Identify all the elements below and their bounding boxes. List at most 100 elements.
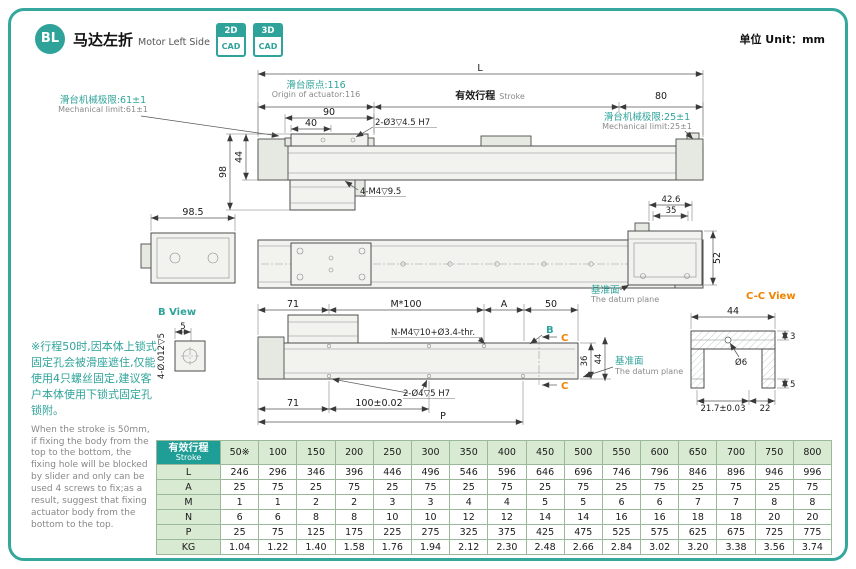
dim-L: L xyxy=(477,63,483,74)
table-cell: 346 xyxy=(296,464,336,480)
table-cell: 75 xyxy=(258,524,298,540)
table-cell: 16 xyxy=(640,509,680,525)
table-cell: 625 xyxy=(678,524,718,540)
cad-3d-button[interactable]: 3D CAD xyxy=(253,23,283,57)
table-cell: 8 xyxy=(334,509,374,525)
table-cell: 75 xyxy=(563,479,603,495)
hole-callout-top: 2-Ø3▽4.5 H7 xyxy=(375,117,430,128)
stroke-header-cell: 有效行程 Stroke xyxy=(156,440,221,465)
hole-callout-bottom: 2-Ø4▽5 H7 xyxy=(403,388,450,399)
table-cell: 2.12 xyxy=(449,539,489,555)
table-cell: 14 xyxy=(525,509,565,525)
limit-right-cn: 滑台机械极限:25±1 xyxy=(604,111,690,123)
table-cell: 3.56 xyxy=(754,539,794,555)
table-cell: 2.30 xyxy=(487,539,527,555)
limit-left-cn: 滑台机械极限:61±1 xyxy=(60,94,146,106)
table-cell: 2.48 xyxy=(525,539,565,555)
table-cell: 12 xyxy=(449,509,489,525)
dim-A: A xyxy=(501,299,508,310)
table-cell: 6 xyxy=(640,494,680,510)
dim-d6: Ø6 xyxy=(735,357,747,368)
dim-80: 80 xyxy=(655,91,667,102)
dim-5-section: 5 xyxy=(790,380,795,390)
limit-left-en: Mechanical limit:61±1 xyxy=(58,105,148,114)
dim-44-section: 44 xyxy=(727,306,739,317)
table-cell: 696 xyxy=(563,464,603,480)
cad-2d-label-top: 2D xyxy=(218,25,244,37)
table-cell: 10 xyxy=(372,509,412,525)
table-cell: 25 xyxy=(601,479,642,495)
table-cell: 25 xyxy=(372,479,412,495)
table-cell: 175 xyxy=(334,524,374,540)
table-cell: 1 xyxy=(258,494,298,510)
table-cell: 20 xyxy=(792,509,833,525)
dim-52: 52 xyxy=(712,252,723,264)
bottom-view-dimensions: 71 M*100 A 50 N-M4▽10+Ø3.4-thr. B C C 36… xyxy=(257,299,683,425)
table-cell: 596 xyxy=(487,464,527,480)
dim-40: 40 xyxy=(305,118,317,129)
title-english: Motor Left Side xyxy=(138,37,210,48)
cad-2d-button[interactable]: 2D CAD xyxy=(216,23,246,57)
dim-50: 50 xyxy=(545,299,557,310)
table-cell: 8 xyxy=(296,509,336,525)
column-header: 350 xyxy=(449,440,489,465)
table-cell: 8 xyxy=(754,494,794,510)
row-label: N xyxy=(156,509,221,525)
table-cell: 996 xyxy=(792,464,833,480)
table-cell: 75 xyxy=(487,479,527,495)
dim-3: 3 xyxy=(790,332,795,342)
column-header: 250 xyxy=(372,440,412,465)
dim-35: 35 xyxy=(666,206,677,216)
table-cell: 575 xyxy=(640,524,680,540)
column-header: 50※ xyxy=(219,440,260,465)
column-header: 400 xyxy=(487,440,527,465)
dim-42-6: 42.6 xyxy=(662,195,681,205)
table-cell: 12 xyxy=(487,509,527,525)
table-cell: 125 xyxy=(296,524,336,540)
limit-right-en: Mechanical limit:25±1 xyxy=(602,122,692,131)
dim-100: 100±0.02 xyxy=(355,398,402,409)
column-header: 500 xyxy=(563,440,603,465)
dim-P: P xyxy=(440,411,446,422)
table-cell: 675 xyxy=(716,524,756,540)
dim-5-bview: 5 xyxy=(180,322,185,332)
table-cell: 25 xyxy=(678,479,718,495)
column-header: 750 xyxy=(754,440,794,465)
table-cell: 4 xyxy=(487,494,527,510)
row-label: L xyxy=(156,464,221,480)
table-cell: 2.84 xyxy=(601,539,642,555)
table-cell: 5 xyxy=(563,494,603,510)
table-cell: 18 xyxy=(678,509,718,525)
c-marker-bottom: C xyxy=(561,381,568,392)
column-header: 150 xyxy=(296,440,336,465)
dim-m100: M*100 xyxy=(390,299,421,310)
table-cell: 525 xyxy=(601,524,642,540)
table-cell: 325 xyxy=(449,524,489,540)
table-cell: 75 xyxy=(792,479,833,495)
cc-view-label: C-C View xyxy=(746,291,796,302)
datum-bottom-en: The datum plane xyxy=(614,367,683,376)
table-cell: 275 xyxy=(410,524,451,540)
stroke-header-en: Stroke xyxy=(175,452,202,462)
dim-44: 44 xyxy=(234,151,245,163)
table-cell: 796 xyxy=(640,464,680,480)
dim-36: 36 xyxy=(580,356,590,367)
page-title: 马达左折 Motor Left Side xyxy=(73,29,210,50)
table-cell: 25 xyxy=(296,479,336,495)
column-header: 700 xyxy=(716,440,756,465)
table-cell: 75 xyxy=(410,479,451,495)
table-cell: 20 xyxy=(754,509,794,525)
table-cell: 1.94 xyxy=(410,539,451,555)
cad-2d-label-bottom: CAD xyxy=(221,41,241,51)
dim-21-7: 21.7±0.03 xyxy=(701,404,746,414)
cad-buttons: 2D CAD 3D CAD xyxy=(216,23,283,57)
table-cell: 1.40 xyxy=(296,539,336,555)
